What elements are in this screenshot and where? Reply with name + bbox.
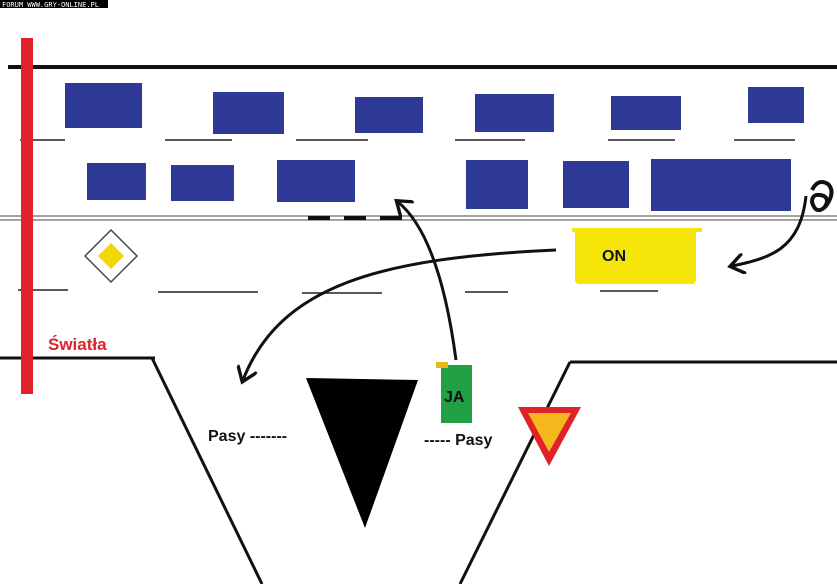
- lower-lane-dashes: [18, 289, 658, 294]
- crosswalk-label-left: Pasy -------: [208, 428, 287, 445]
- car: [651, 159, 791, 211]
- car: [277, 160, 355, 202]
- on-car-body: [575, 230, 696, 284]
- car: [213, 92, 284, 134]
- ja-car-body: [441, 365, 472, 423]
- side-road-left-edge: [150, 357, 264, 584]
- triangle-yield-icon: [518, 407, 581, 466]
- ja-car-indicator: [436, 362, 448, 368]
- on-approach-arrow: [732, 195, 808, 266]
- car: [171, 165, 234, 201]
- traffic-island: [306, 378, 418, 528]
- car: [475, 94, 554, 132]
- car: [65, 83, 142, 128]
- car: [355, 97, 423, 133]
- on-car: ON: [572, 228, 702, 284]
- crosswalk-label-right: ----- Pasy: [424, 432, 493, 449]
- middle-row-cars: [87, 159, 791, 211]
- scribble-mark: [809, 180, 834, 213]
- car: [87, 163, 146, 200]
- on-turn-arrow: [243, 248, 557, 380]
- watermark-text: FORUM WWW.GRY-ONLINE.PL: [2, 1, 99, 9]
- lights-label: Światła: [48, 335, 107, 354]
- upper-row-cars: [65, 83, 804, 134]
- car: [611, 96, 681, 130]
- ja-car-label: JA: [444, 389, 465, 406]
- car: [748, 87, 804, 123]
- car: [466, 160, 528, 209]
- traffic-lights-pole: [21, 38, 33, 394]
- on-car-label: ON: [602, 248, 626, 265]
- watermark-bg: [0, 0, 108, 8]
- ja-car: JA: [436, 362, 472, 423]
- diamond-sign-icon: [83, 228, 139, 284]
- side-road-right-edge: [458, 361, 572, 584]
- ja-turn-arrow: [398, 202, 458, 361]
- car: [563, 161, 629, 208]
